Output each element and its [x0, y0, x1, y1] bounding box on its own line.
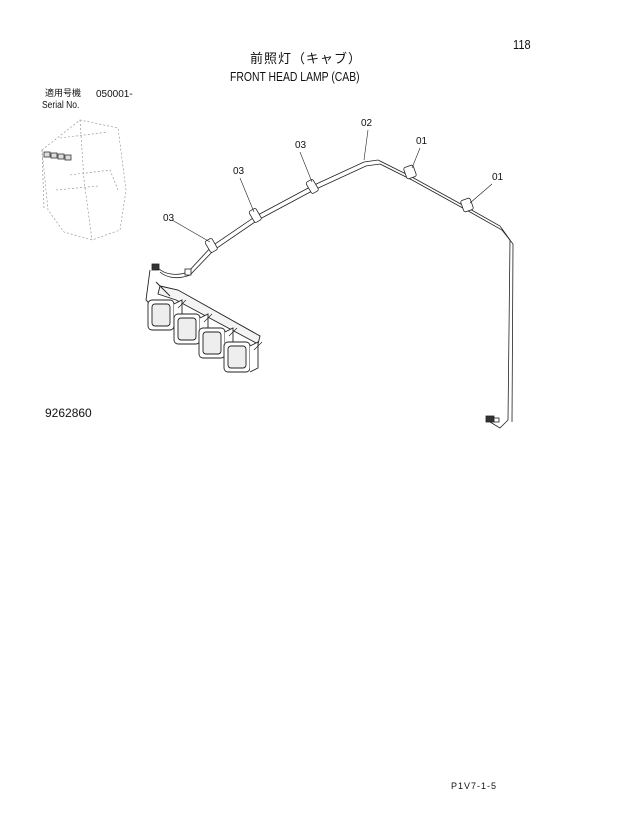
callout-01-upper: 01: [416, 136, 428, 147]
cab-thumbnail: [41, 119, 127, 241]
footer-code: P1V7-1-5: [451, 781, 498, 791]
drawing-part-number: 9262860: [45, 406, 92, 420]
harness-wire-parallel: [159, 163, 514, 423]
leader-lines: [171, 129, 493, 243]
lamp-mounts: [177, 299, 263, 351]
serial-code: 050001-: [96, 89, 133, 100]
serial-label-english: Serial No.: [42, 100, 80, 111]
callout-02: 02: [361, 118, 373, 129]
serial-label-japanese: 適用号機: [45, 89, 82, 99]
harness-wire: [157, 159, 511, 429]
callout-03-a: 03: [295, 140, 307, 151]
callout-03-b: 03: [233, 166, 245, 177]
callout-03-c: 03: [163, 213, 175, 224]
title-japanese: 前照灯（キャブ）: [250, 52, 363, 67]
title-english: FRONT HEAD LAMP (CAB): [230, 69, 360, 84]
lamps: [147, 299, 259, 373]
clips: [204, 164, 474, 253]
end-connector: [485, 415, 500, 423]
lamp-4: [223, 341, 259, 373]
cab-thumbnail-lamps: [43, 151, 72, 161]
lamp-connector: [151, 263, 192, 276]
page-number: 118: [513, 37, 531, 52]
callout-01-lower: 01: [492, 172, 504, 183]
